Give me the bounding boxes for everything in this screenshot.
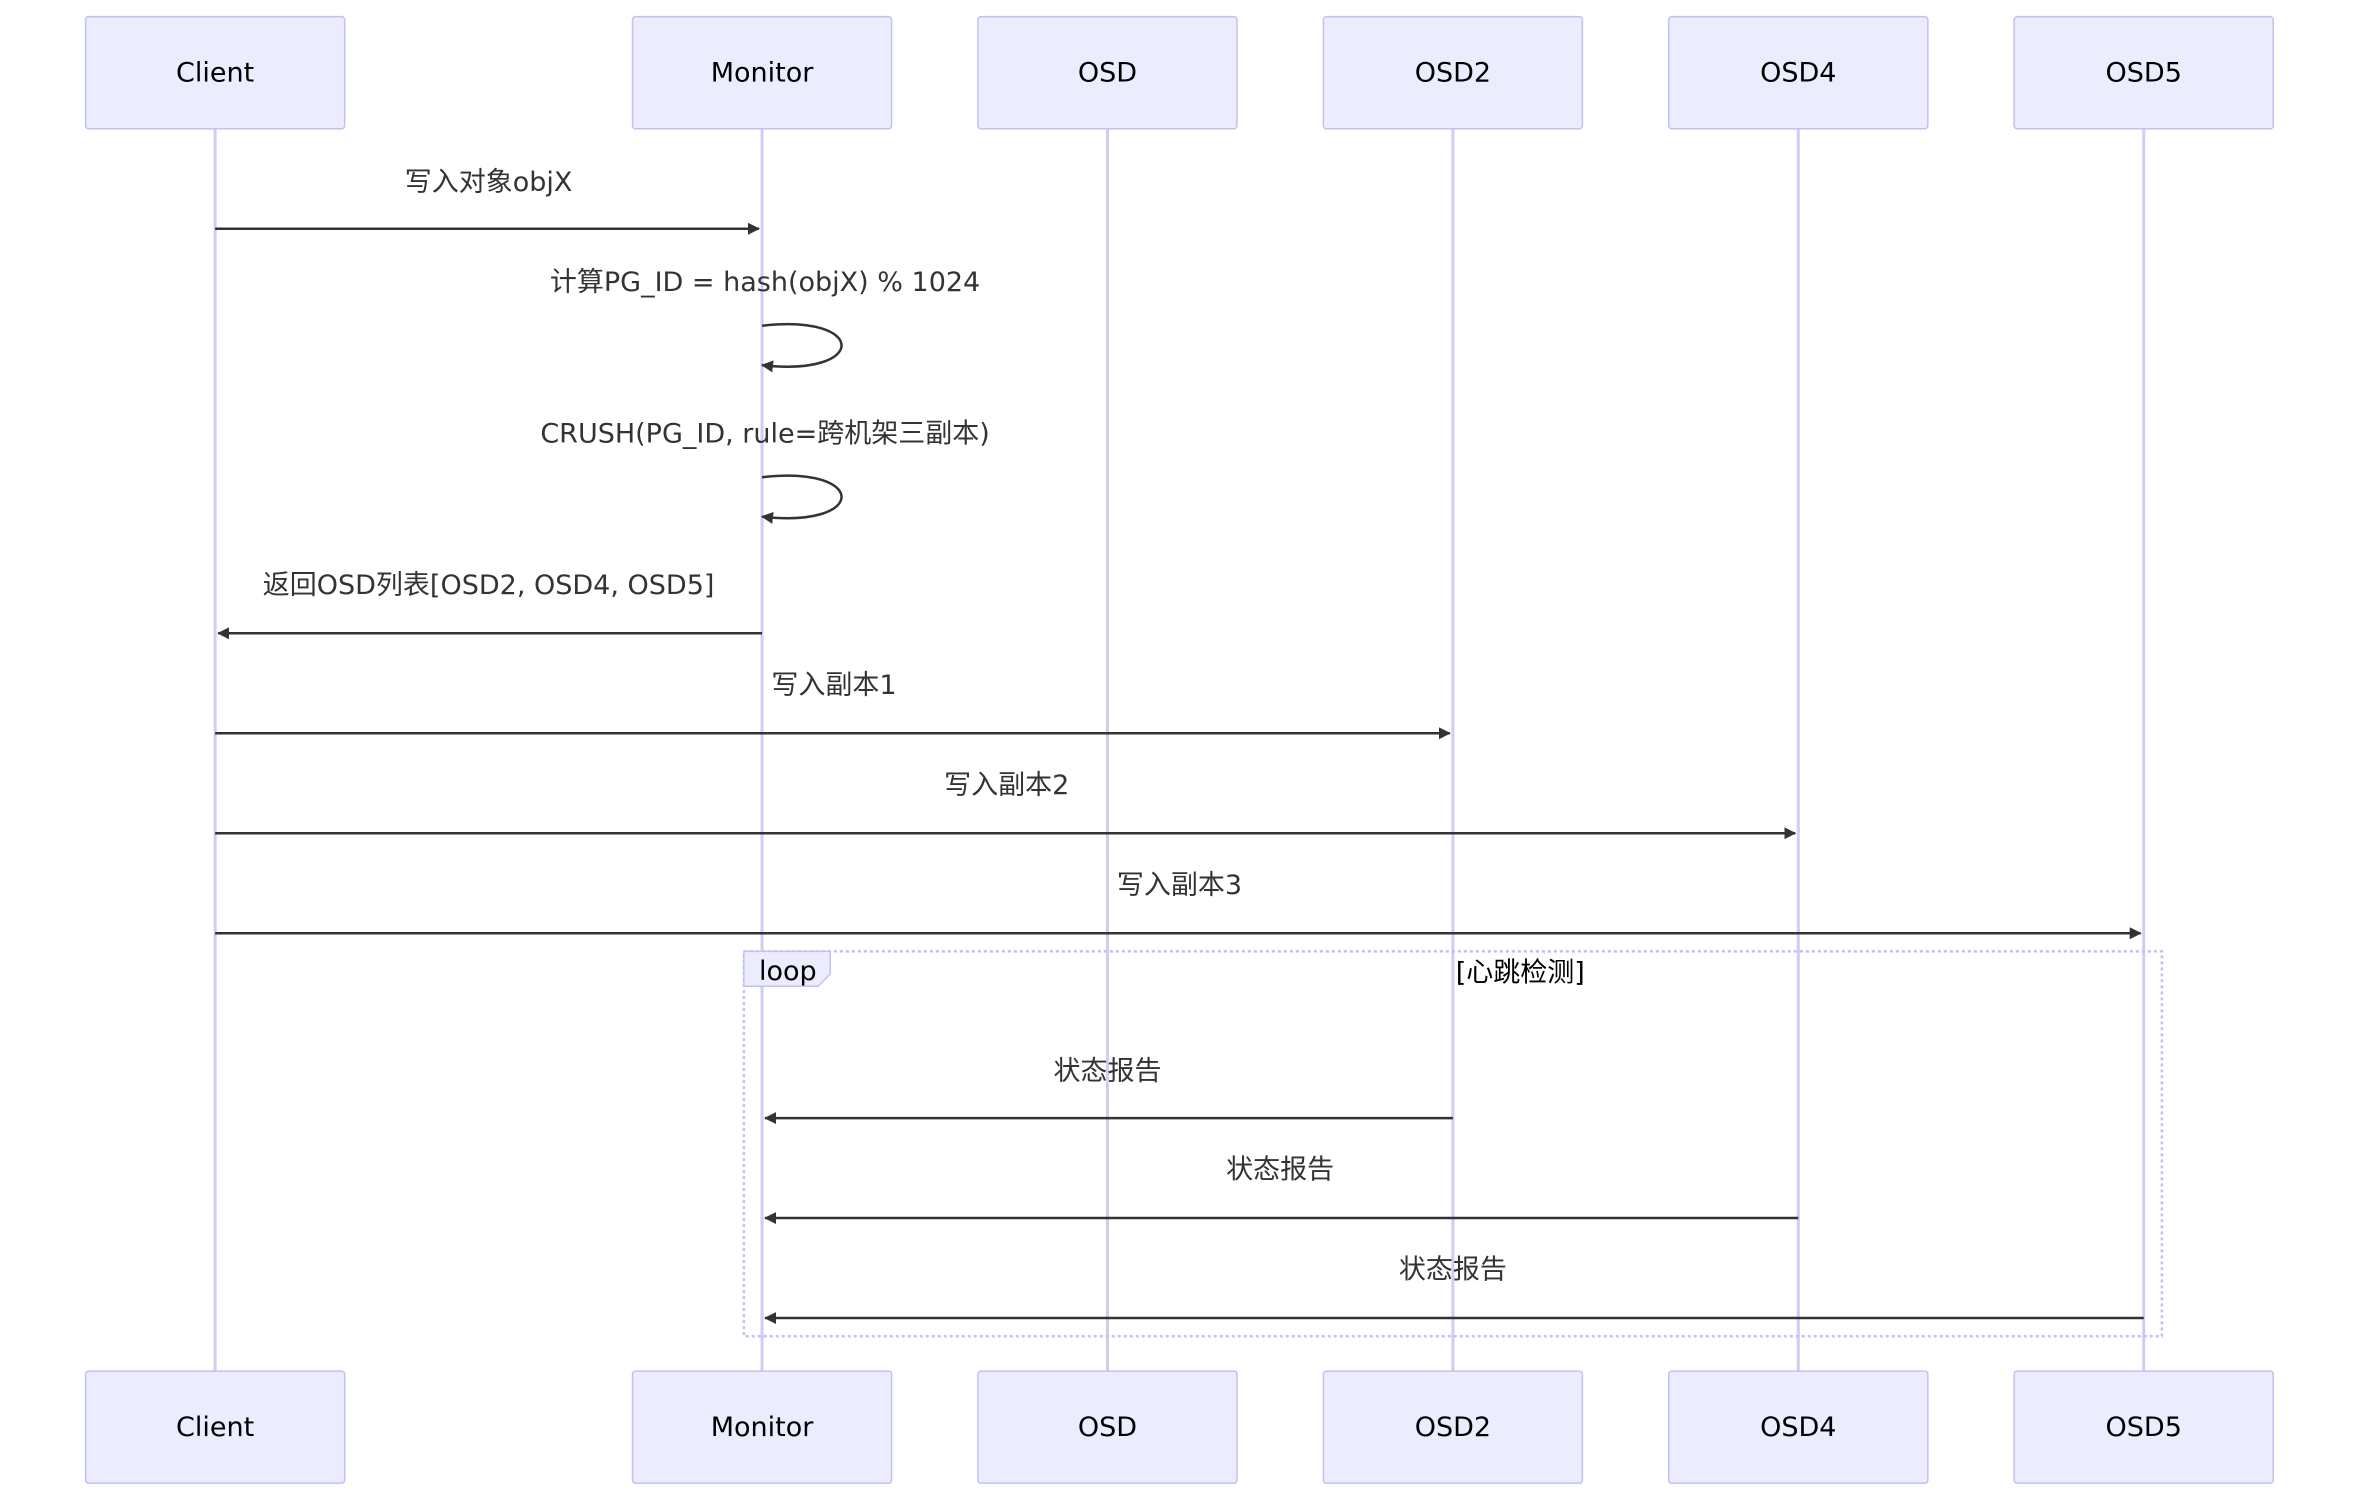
lifelines (213, 128, 2146, 1372)
message-label: 写入副本2 (944, 770, 1069, 801)
actor-box (977, 1370, 1238, 1484)
message-label: 计算PG_ID = hash(objX) % 1024 (550, 267, 980, 298)
message-label: 写入副本1 (771, 670, 896, 701)
message-10: 状态报告 (764, 1255, 2144, 1325)
actor-bottom-osd5: OSD5 (2013, 1370, 2275, 1484)
actor-label: OSD2 (1415, 58, 1491, 89)
loop-condition: [心跳检测] (1456, 958, 1585, 989)
actor-box (631, 15, 893, 130)
message-6: 写入副本2 (215, 770, 1797, 840)
actor-label: OSD4 (1760, 1412, 1836, 1443)
messages: 写入对象objX 计算PG_ID = hash(objX) % 1024CRUSH… (215, 167, 2144, 1325)
message-7: 写入副本3 (215, 870, 2142, 940)
actor-box (977, 15, 1238, 130)
actor-box (84, 1370, 346, 1484)
actor-label: OSD2 (1415, 1412, 1491, 1443)
actor-top-monitor: Monitor (631, 15, 893, 130)
message-label: CRUSH(PG_ID, rule=跨机架三副本) (540, 418, 989, 449)
actor-label: Monitor (711, 1412, 815, 1443)
actor-top-osd4: OSD4 (1668, 15, 1929, 130)
actor-box (2013, 1370, 2275, 1484)
loop-tab (743, 950, 831, 988)
message-label: 写入副本3 (1117, 870, 1242, 901)
message-label: 状态报告 (1226, 1155, 1334, 1186)
message-9: 状态报告 (764, 1155, 1799, 1225)
actor-label: Client (176, 58, 254, 89)
actor-top-client: Client (84, 15, 346, 130)
loop-block: loop [心跳检测] (742, 950, 2164, 1338)
actor-label: OSD5 (2106, 58, 2182, 89)
actor-label: OSD4 (1760, 58, 1836, 89)
actor-label: OSD (1078, 1412, 1137, 1443)
loop-frame (742, 950, 2164, 1338)
message-label: 状态报告 (1053, 1056, 1161, 1087)
actor-label: OSD5 (2106, 1412, 2182, 1443)
actor-box (631, 1370, 893, 1484)
actor-box (1668, 1370, 1929, 1484)
actor-bottom-monitor: Monitor (631, 1370, 893, 1484)
actor-box (84, 15, 346, 130)
actors-bottom: Client Monitor OSD OSD2 OSD4 OSD5 (84, 1370, 2275, 1484)
actor-top-osd5: OSD5 (2013, 15, 2275, 130)
actor-label: Monitor (711, 58, 815, 89)
actor-label: Client (176, 1412, 254, 1443)
loop-keyword: loop (759, 956, 817, 987)
message-8: 状态报告 (764, 1056, 1453, 1125)
message-label: 状态报告 (1399, 1255, 1507, 1286)
actor-box (1322, 15, 1584, 130)
actor-top-osd2: OSD2 (1322, 15, 1584, 130)
actor-bottom-osd4: OSD4 (1668, 1370, 1929, 1484)
message-5: 写入副本1 (215, 670, 1451, 740)
message-4: 返回OSD列表[OSD2, OSD4, OSD5] (217, 570, 763, 640)
self-message-arrow (761, 323, 843, 373)
message-label: 写入对象objX (405, 167, 573, 198)
actor-box (1322, 1370, 1584, 1484)
actor-bottom-client: Client (84, 1370, 346, 1484)
message-3: CRUSH(PG_ID, rule=跨机架三副本) (540, 418, 990, 524)
message-2: 计算PG_ID = hash(objX) % 1024 (550, 267, 980, 373)
actors-top: Client Monitor OSD OSD2 OSD4 OSD5 (84, 15, 2275, 130)
message-label: 返回OSD列表[OSD2, OSD4, OSD5] (263, 570, 715, 601)
self-message-arrow (761, 474, 843, 524)
actor-top-osd: OSD (977, 15, 1238, 130)
message-1: 写入对象objX (215, 167, 761, 235)
actor-box (1668, 15, 1929, 130)
actor-bottom-osd2: OSD2 (1322, 1370, 1584, 1484)
actor-box (2013, 15, 2275, 130)
actor-label: OSD (1078, 58, 1137, 89)
actor-bottom-osd: OSD (977, 1370, 1238, 1484)
